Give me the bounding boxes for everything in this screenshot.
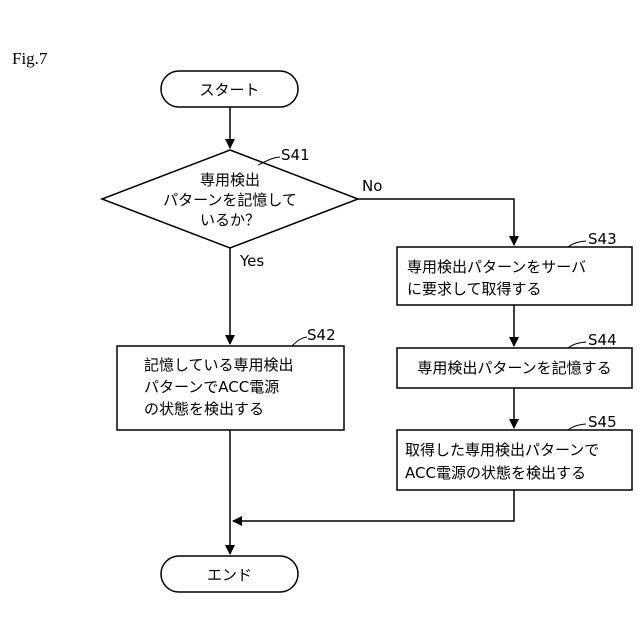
s43-line-2: に要求して取得する	[407, 280, 542, 298]
decision-line-1: 専用検出	[200, 171, 260, 189]
arrow-s45-to-merge	[233, 490, 514, 521]
start-label: スタート	[199, 81, 259, 99]
step-leader-s44	[568, 342, 586, 348]
arrow-s41-to-s43	[358, 199, 514, 245]
s42-line-3: の状態を検出する	[144, 400, 264, 418]
decision-s41: 専用検出 パターンを記憶して いるか？ S41 No Yes	[102, 146, 382, 270]
start-node: スタート	[161, 71, 298, 107]
step-label-s45: S45	[588, 413, 617, 431]
step-leader-s43	[568, 241, 586, 247]
step-label-s43: S43	[588, 230, 617, 248]
step-label-s42: S42	[307, 326, 336, 344]
step-label-s44: S44	[588, 331, 617, 349]
s42-line-2: パターンでACC電源	[144, 378, 279, 396]
s43-line-1: 専用検出パターンをサーバ	[407, 258, 586, 276]
figure-label: Fig.7	[12, 49, 48, 68]
branch-no-label: No	[362, 177, 382, 195]
branch-yes-label: Yes	[239, 252, 264, 270]
s45-line-2: ACC電源の状態を検出する	[405, 464, 586, 482]
s44-line-1: 専用検出パターンを記憶する	[417, 359, 611, 377]
step-label-s41: S41	[281, 146, 310, 164]
end-label: エンド	[207, 566, 252, 584]
s45-line-1: 取得した専用検出パターンで	[405, 441, 599, 459]
end-node: エンド	[161, 556, 298, 592]
s42-line-1: 記憶している専用検出	[144, 356, 294, 374]
decision-line-2: パターンを記憶して	[163, 191, 297, 209]
decision-line-3: いるか？	[200, 211, 260, 229]
step-leader-s45	[568, 424, 586, 430]
step-leader-s41	[258, 157, 280, 165]
step-leader-s42	[292, 337, 307, 346]
